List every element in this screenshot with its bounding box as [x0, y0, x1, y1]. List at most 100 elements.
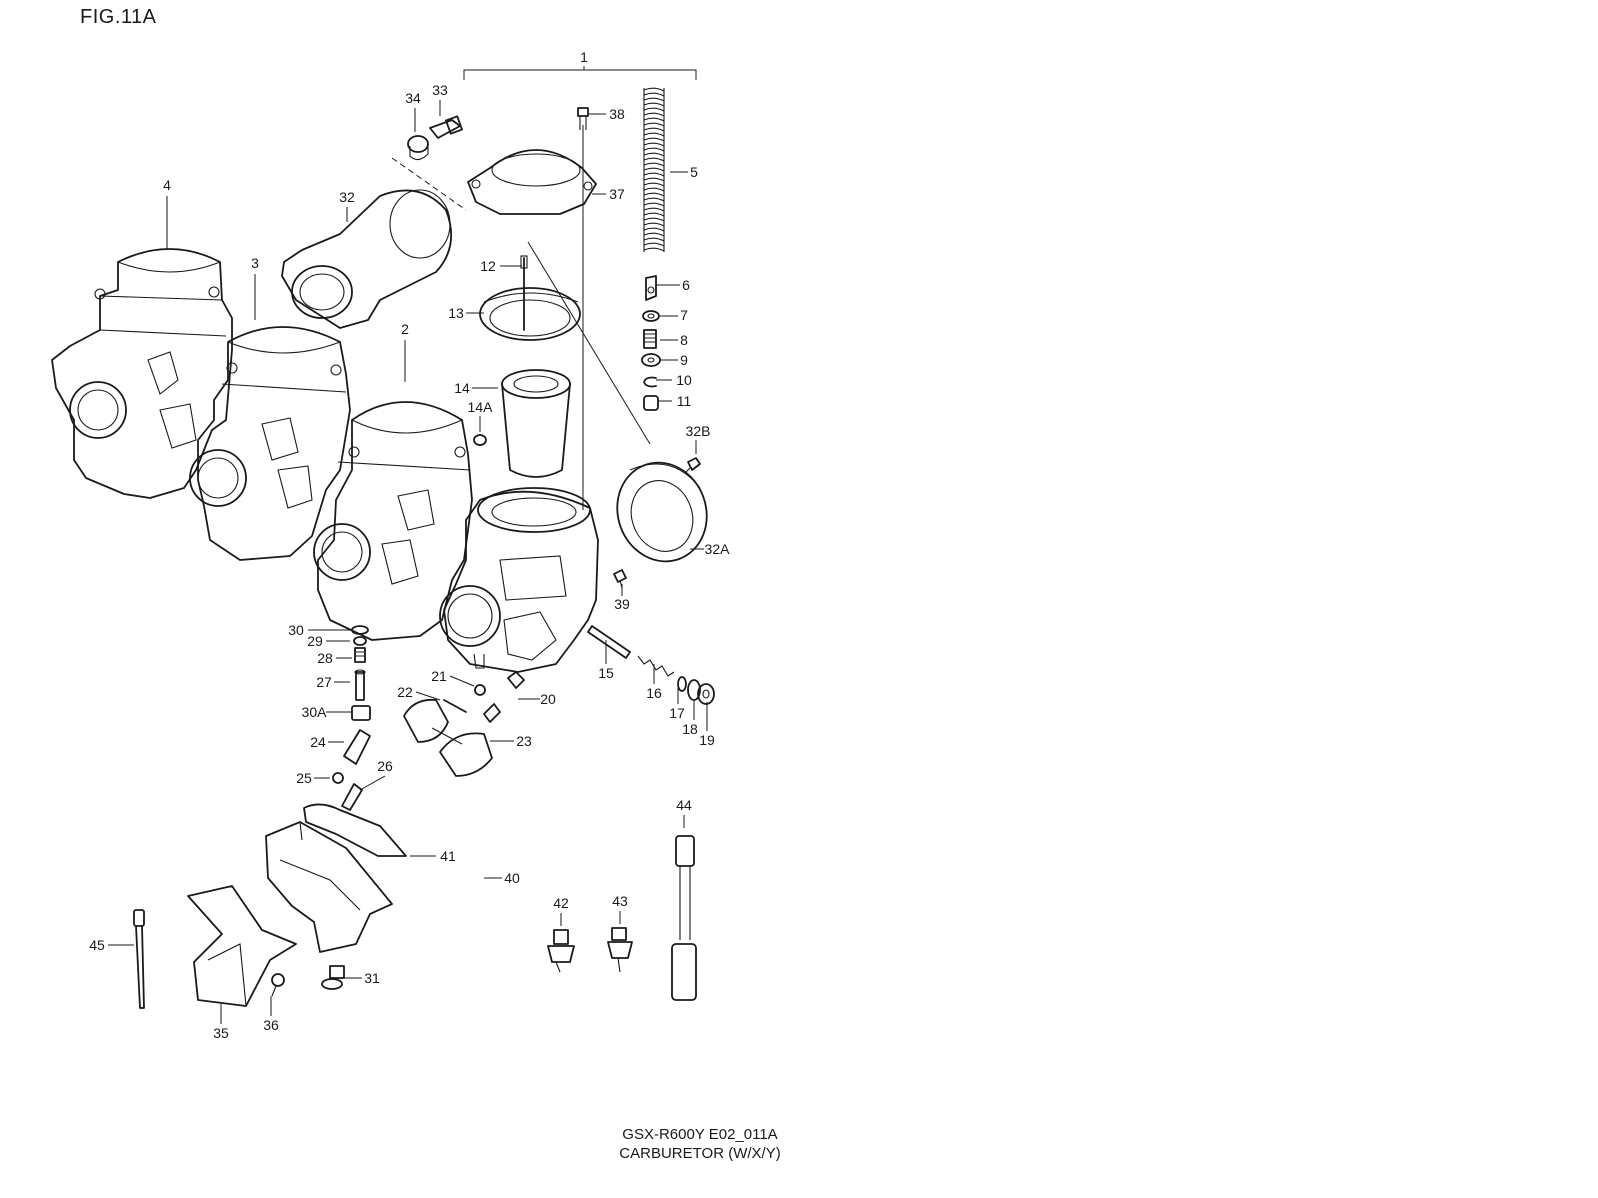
callout-c14a: 14A — [468, 399, 494, 432]
alignment-lines — [391, 125, 651, 510]
washer-29 — [353, 636, 367, 646]
main-jet-26 — [341, 783, 363, 811]
part-number-label: 33 — [432, 82, 448, 98]
top-cover — [467, 149, 597, 215]
callout-c10: 10 — [656, 372, 692, 388]
heater-44 — [671, 835, 697, 1001]
part-number-label: 30 — [288, 622, 304, 638]
callout-c26: 26 — [359, 758, 393, 791]
part-number-label: 5 — [690, 164, 698, 180]
washer-30 — [351, 625, 369, 635]
part-number-label: 30A — [302, 704, 328, 720]
screw-31 — [321, 965, 345, 990]
part-number-label: 43 — [612, 893, 628, 909]
callout-c2: 2 — [401, 321, 409, 382]
intake-adapter-32a — [616, 461, 708, 563]
part-number-label: 26 — [377, 758, 393, 774]
callout-c6: 6 — [656, 277, 690, 293]
spacer-11 — [643, 395, 659, 411]
spring-5 — [643, 87, 665, 252]
callout-c12: 12 — [480, 258, 522, 274]
part-number-label: 29 — [307, 633, 323, 649]
adjuster-screw-15 — [587, 625, 631, 659]
spring-coils — [643, 87, 665, 252]
clamp-45 — [133, 909, 145, 1009]
callout-c20: 20 — [518, 691, 556, 707]
callout-c7: 7 — [660, 307, 688, 323]
part-number-label: 8 — [680, 332, 688, 348]
callout-c43: 43 — [612, 893, 628, 924]
jet-needle-12 — [520, 255, 528, 331]
leader-line — [415, 691, 441, 701]
callout-c23: 23 — [490, 733, 532, 749]
figure-description: CARBURETOR (W/X/Y) — [619, 1145, 781, 1162]
callout-c37: 37 — [592, 186, 625, 202]
part-number-label: 32A — [705, 541, 731, 557]
part-number-label: 37 — [609, 186, 625, 202]
part-number-label: 39 — [614, 596, 630, 612]
piston-14 — [501, 369, 571, 478]
callout-c8: 8 — [660, 332, 688, 348]
part-number-label: 7 — [680, 307, 688, 323]
carburetor-1-body — [439, 487, 599, 673]
callout-c27: 27 — [316, 674, 350, 690]
part-number-label: 14A — [468, 399, 494, 415]
sensor-42 — [547, 929, 575, 973]
part-number-label: 14 — [454, 380, 470, 396]
clip-10 — [643, 376, 657, 388]
screw-21 — [474, 684, 486, 696]
part-number-label: 10 — [676, 372, 692, 388]
callout-c22: 22 — [397, 684, 441, 701]
callout-c21: 21 — [431, 668, 475, 687]
o-ring-14a — [473, 434, 487, 446]
part-number-label: 2 — [401, 321, 409, 337]
callout-c13: 13 — [448, 305, 484, 321]
spring-28 — [354, 647, 366, 663]
part-number-label: 21 — [431, 668, 447, 684]
part-number-label: 6 — [682, 277, 690, 293]
spring-16 — [637, 655, 675, 677]
callout-c39: 39 — [614, 584, 630, 612]
needle-holder-6 — [645, 275, 657, 301]
part-number-label: 36 — [263, 1017, 279, 1033]
part-number-label: 38 — [609, 106, 625, 122]
part-number-label: 28 — [317, 650, 333, 666]
part-number-label: 34 — [405, 90, 421, 106]
part-number-label: 11 — [677, 393, 692, 409]
part-number-label: 24 — [310, 734, 326, 750]
callout-labels: 123456789101112131414A151617181920212223… — [89, 49, 730, 1041]
callout-c32b: 32B — [686, 423, 710, 454]
callout-c16: 16 — [646, 664, 662, 701]
callout-c31: 31 — [344, 970, 380, 986]
part-number-label: 45 — [89, 937, 105, 953]
part-number-label: 4 — [163, 177, 171, 193]
bracket-35 — [187, 885, 297, 1007]
callout-c30: 30 — [288, 622, 352, 638]
callout-c40: 40 — [484, 870, 520, 886]
part-number-label: 16 — [646, 685, 662, 701]
screw-39 — [613, 569, 627, 589]
part-number-label: 44 — [676, 797, 692, 813]
needle-jet-24 — [343, 729, 371, 765]
gasket-41 — [303, 803, 407, 857]
collar-34 — [407, 135, 429, 161]
needle-valve-20 — [483, 671, 525, 723]
part-number-label: 32 — [339, 189, 355, 205]
screw-32b — [685, 457, 701, 473]
part-number-label: 3 — [251, 255, 259, 271]
callout-c14: 14 — [454, 380, 498, 396]
intake-funnel-32 — [281, 189, 453, 329]
callout-c44: 44 — [676, 797, 692, 828]
carburetor-2 — [313, 401, 473, 641]
callout-c1: 1 — [580, 49, 588, 70]
model-code: GSX-R600Y E02_011A — [622, 1126, 778, 1143]
callout-c32a: 32A — [690, 541, 730, 557]
part-number-label: 40 — [504, 870, 520, 886]
float-23 — [403, 698, 493, 777]
screw-36 — [271, 973, 285, 997]
leader-line — [359, 775, 386, 791]
part-number-label: 12 — [480, 258, 496, 274]
part-number-label: 31 — [364, 970, 380, 986]
callout-c3: 3 — [251, 255, 259, 320]
